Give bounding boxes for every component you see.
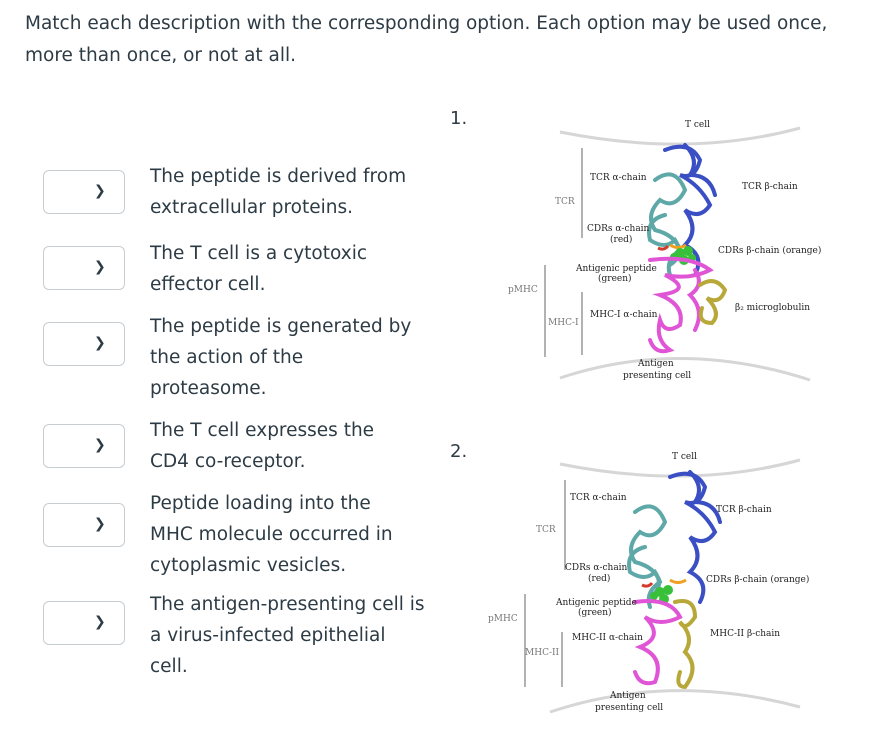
label-red-1: (red) bbox=[610, 234, 632, 245]
label-peptide-2: Antigenic peptide bbox=[555, 598, 637, 608]
description-5: Peptide loading into the MHC molecule oc… bbox=[150, 493, 393, 576]
option-number-1: 1. bbox=[450, 108, 468, 129]
chevron-down-icon: ❯ bbox=[94, 437, 106, 453]
label-apc1-2: Antigen bbox=[609, 691, 646, 701]
label-tcr-2: TCR bbox=[536, 525, 556, 535]
description-1: The peptide is derived from extracellula… bbox=[150, 166, 407, 218]
label-apc2-1: presenting cell bbox=[623, 371, 691, 381]
chevron-down-icon: ❯ bbox=[94, 516, 106, 532]
description-2: The T cell is a cytotoxic effector cell. bbox=[150, 243, 368, 295]
chevron-down-icon: ❯ bbox=[94, 183, 106, 199]
label-mhc-alpha-1: MHC-I α-chain bbox=[590, 310, 658, 320]
chevron-down-icon: ❯ bbox=[94, 259, 106, 275]
label-green-2: (green) bbox=[578, 607, 612, 618]
chevron-down-icon: ❯ bbox=[94, 335, 106, 351]
answer-select-6[interactable]: ❯ bbox=[43, 601, 125, 645]
label-tcr-beta-1: TCR β-chain bbox=[742, 182, 798, 192]
label-tcr-alpha-1: TCR α-chain bbox=[590, 173, 647, 183]
label-mhc-2: MHC-II bbox=[525, 648, 560, 658]
label-apc1-1: Antigen bbox=[637, 359, 674, 369]
label-pmhc-2: pMHC bbox=[488, 614, 518, 624]
label-cdrs-beta-2: CDRs β-chain (orange) bbox=[706, 574, 809, 585]
question-prompt: Match each description with the correspo… bbox=[25, 13, 828, 66]
label-tcell-2: T cell bbox=[672, 452, 697, 462]
label-tcr-beta-2: TCR β-chain bbox=[716, 505, 772, 515]
answer-select-2[interactable]: ❯ bbox=[43, 246, 125, 290]
label-red-2: (red) bbox=[588, 573, 610, 584]
label-mhc-beta-2: MHC-II β-chain bbox=[710, 629, 780, 639]
label-cdrs-alpha-2: CDRs α-chain bbox=[565, 563, 628, 573]
label-green-1: (green) bbox=[598, 273, 632, 284]
answer-select-5[interactable]: ❯ bbox=[43, 503, 125, 547]
answer-select-3[interactable]: ❯ bbox=[43, 322, 125, 366]
label-peptide-1: Antigenic peptide bbox=[575, 264, 657, 274]
label-mhc-alpha-2: MHC-II α-chain bbox=[572, 633, 643, 643]
description-3: The peptide is generated by the action o… bbox=[150, 316, 412, 399]
option-2-structure-figure: T cell TCR α-chain TCR TCR β-chain CDRs … bbox=[488, 452, 809, 714]
description-4: The T cell expresses the CD4 co-receptor… bbox=[150, 420, 375, 472]
option-1-structure-figure: T cell TCR α-chain TCR TCR β-chain CDRs … bbox=[508, 120, 821, 382]
label-mhc-1: MHC-I bbox=[548, 318, 579, 328]
label-tcell-1: T cell bbox=[685, 120, 710, 130]
label-pmhc-1: pMHC bbox=[508, 285, 538, 295]
label-b2m-1: β₂ microglobulin bbox=[735, 303, 810, 313]
chevron-down-icon: ❯ bbox=[94, 614, 106, 630]
answer-select-1[interactable]: ❯ bbox=[43, 170, 125, 214]
label-apc2-2: presenting cell bbox=[595, 703, 663, 713]
label-cdrs-beta-1: CDRs β-chain (orange) bbox=[718, 245, 821, 256]
label-tcr-alpha-2: TCR α-chain bbox=[570, 493, 627, 503]
label-cdrs-alpha-1: CDRs α-chain bbox=[587, 224, 650, 234]
label-tcr-1: TCR bbox=[555, 197, 575, 207]
answer-select-4[interactable]: ❯ bbox=[43, 424, 125, 468]
option-number-2: 2. bbox=[450, 441, 468, 462]
description-6: The antigen-presenting cell is a virus-i… bbox=[150, 594, 425, 677]
